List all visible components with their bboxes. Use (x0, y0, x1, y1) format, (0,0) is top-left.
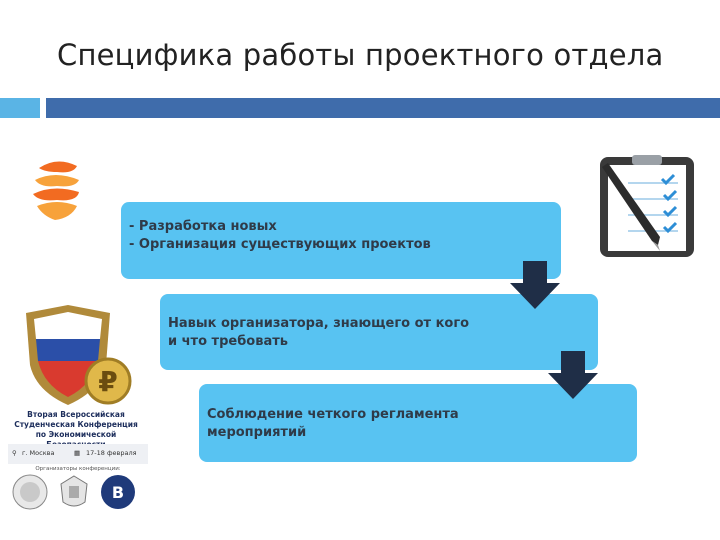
conference-organizers: Организаторы конференции: (35, 466, 121, 472)
accent-bar-left (0, 98, 40, 118)
conference-city: г. Москва (22, 449, 55, 457)
conference-line: Студенческая Конференция (14, 420, 138, 429)
location-pin-icon: ⚲ (12, 449, 17, 457)
svg-text:В: В (112, 483, 124, 502)
sphere-logo-icon (33, 161, 79, 220)
arrow-down-icon (510, 261, 560, 309)
accent-bar-right (46, 98, 720, 118)
slide-title: Специфика работы проектного отдела (57, 38, 664, 72)
task-line: и что требовать (168, 334, 288, 349)
task-line: Навык организатора, знающего от кого (168, 316, 470, 331)
hse-logo-icon: В (101, 475, 135, 509)
task-box-development: - Разработка новых - Организация существ… (121, 202, 561, 279)
conference-line: Вторая Всероссийская (27, 410, 125, 419)
arrow-down-icon (548, 351, 598, 399)
clipboard-checklist-icon (600, 155, 694, 257)
calendar-icon: ▦ (74, 449, 81, 457)
university-seal-icon (12, 474, 48, 510)
svg-text:₽: ₽ (98, 365, 117, 398)
task-line: - Организация существующих проектов (129, 237, 431, 252)
task-box-organizer-skill: Навык организатора, знающего от кого и ч… (160, 294, 598, 370)
conference-info: ⚲ г. Москва ▦ 17-18 февраля (8, 444, 148, 464)
task-line: мероприятий (207, 425, 307, 440)
task-box-regulations: Соблюдение четкого регламента мероприяти… (199, 384, 637, 462)
university-crest-icon (60, 475, 88, 507)
conference-dates: 17-18 февраля (86, 449, 137, 457)
task-line: - Разработка новых (129, 219, 277, 234)
russian-shield-ruble-icon: ₽ (26, 305, 132, 405)
task-line: Соблюдение четкого регламента (207, 407, 459, 422)
